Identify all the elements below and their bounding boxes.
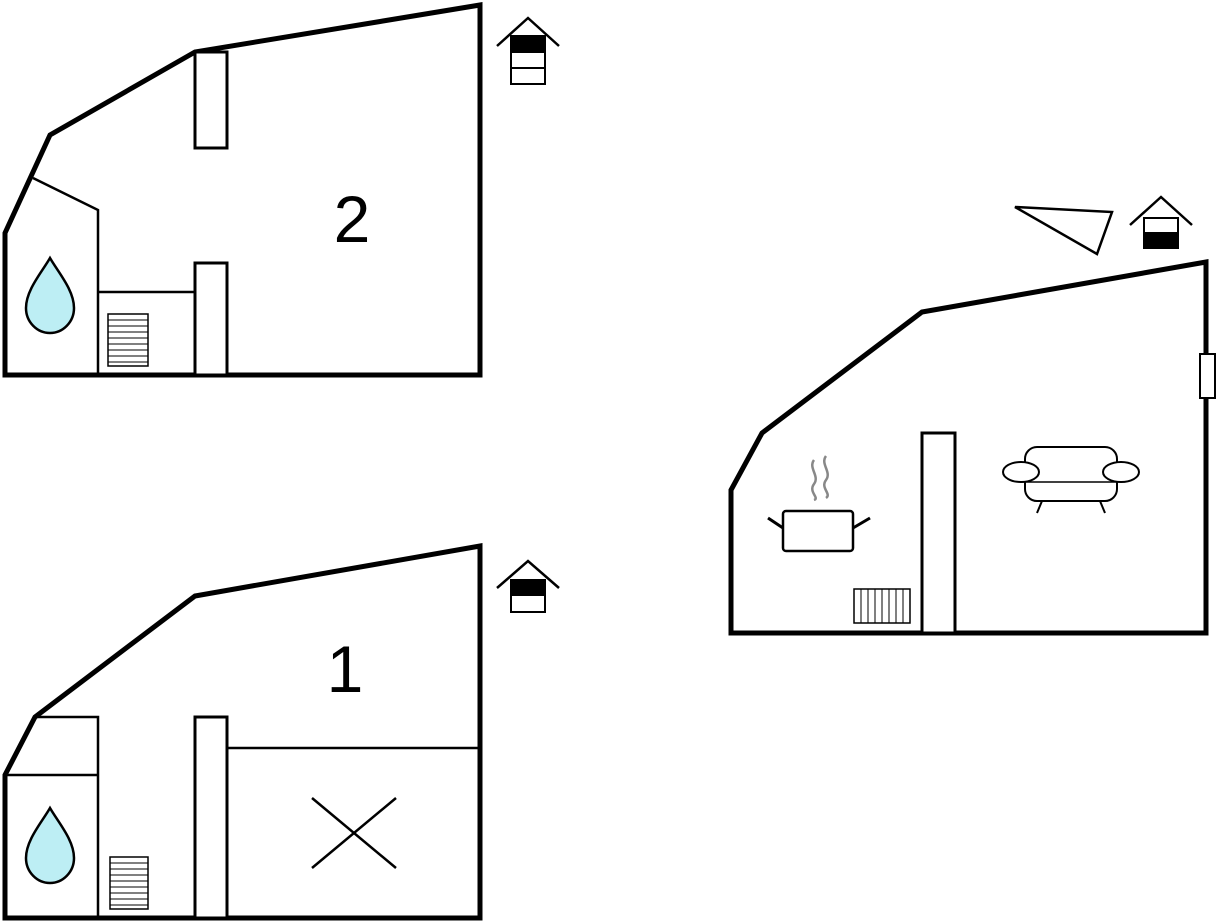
bed-cross-icon [311, 797, 397, 869]
floor-plan-upper: 2 [2, 2, 560, 378]
radiator-icon [109, 856, 149, 910]
upper-partition-top [193, 50, 229, 150]
water-drop-icon [24, 805, 76, 885]
floor-label-ground: 1 [327, 632, 364, 706]
floor-plan-ground: 1 [2, 543, 560, 921]
floor-label-upper: 2 [334, 182, 371, 256]
lower-partition [920, 431, 957, 635]
radiator-icon [107, 313, 149, 367]
ground-outer-wall [2, 543, 483, 921]
house-level-icon [496, 16, 560, 85]
window-icon [1199, 353, 1216, 399]
sofa-icon [1002, 446, 1140, 514]
floor-plan-lower [728, 195, 1216, 636]
water-drop-icon [24, 255, 76, 335]
compass-triangle-icon [1014, 205, 1114, 256]
ground-partition [193, 715, 229, 920]
upper-outer-wall [2, 2, 483, 378]
upper-partition-bottom [193, 261, 229, 377]
cooking-pot-icon [767, 455, 871, 553]
upper-bathroom-wall [32, 176, 100, 375]
house-level-icon [496, 559, 560, 613]
radiator-icon [853, 588, 911, 624]
lower-outer-wall [728, 259, 1209, 636]
house-level-icon [1129, 195, 1193, 249]
ground-bathroom-wall [5, 715, 100, 918]
